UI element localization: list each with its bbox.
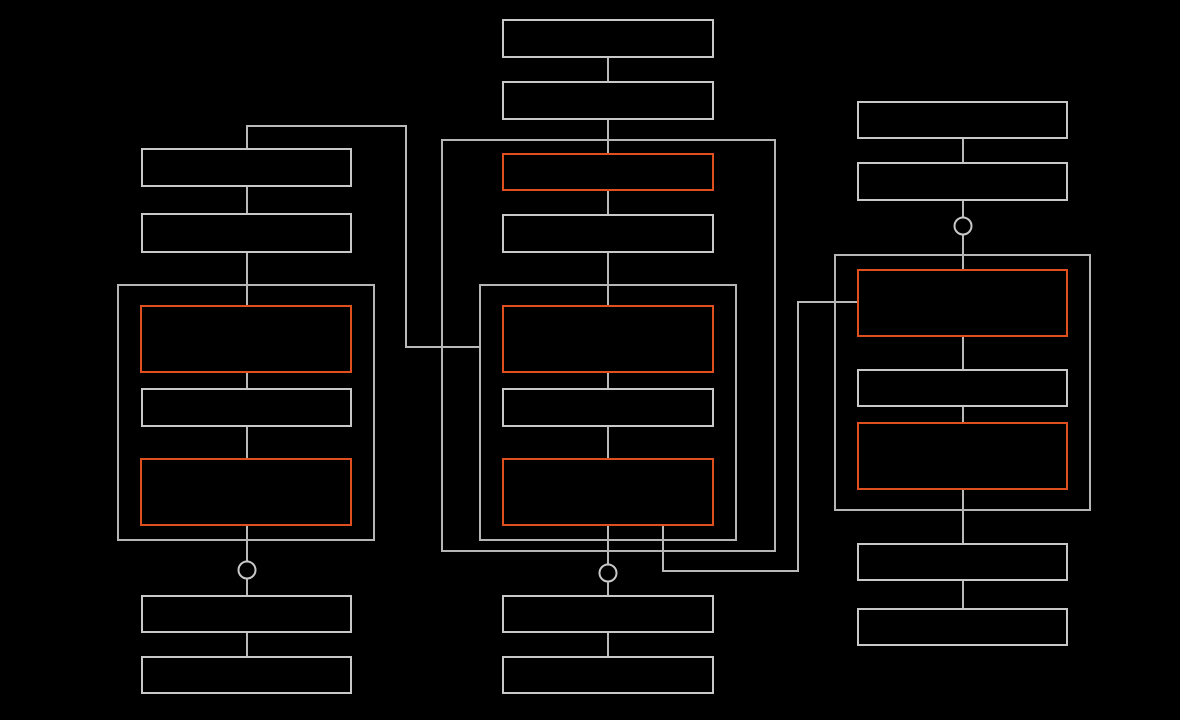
block-box	[857, 369, 1068, 407]
center-inner-group-frame	[479, 284, 737, 541]
block-box	[502, 19, 714, 58]
highlighted-block-box	[502, 153, 714, 191]
block-box	[502, 81, 714, 120]
highlighted-block-box	[502, 458, 714, 526]
block-box	[857, 162, 1068, 201]
block-box	[502, 214, 714, 253]
right-column	[857, 101, 1068, 646]
connector-line	[246, 125, 480, 348]
block-box	[141, 213, 352, 253]
center-outer-group-frame	[441, 139, 776, 552]
center-column	[502, 19, 714, 694]
block-box	[502, 595, 714, 633]
left-column	[140, 148, 352, 694]
block-box	[857, 608, 1068, 646]
highlighted-block-box	[857, 269, 1068, 337]
block-box	[141, 148, 352, 187]
right-group-frame	[834, 254, 1091, 511]
block-box	[141, 656, 352, 694]
block-box	[857, 101, 1068, 139]
junction-node	[953, 216, 973, 236]
highlighted-block-box	[140, 305, 352, 373]
block-box	[857, 543, 1068, 581]
junction-node	[237, 560, 257, 580]
highlighted-block-box	[502, 305, 714, 373]
connector-line	[662, 301, 858, 572]
left-group-frame	[117, 284, 375, 541]
block-box	[141, 595, 352, 633]
highlighted-block-box	[857, 422, 1068, 490]
block-box	[502, 656, 714, 694]
highlighted-block-box	[140, 458, 352, 526]
groups	[117, 139, 1091, 552]
block-box	[502, 388, 714, 427]
block-box	[141, 388, 352, 427]
junction-node	[598, 563, 618, 583]
connectors	[246, 57, 964, 657]
